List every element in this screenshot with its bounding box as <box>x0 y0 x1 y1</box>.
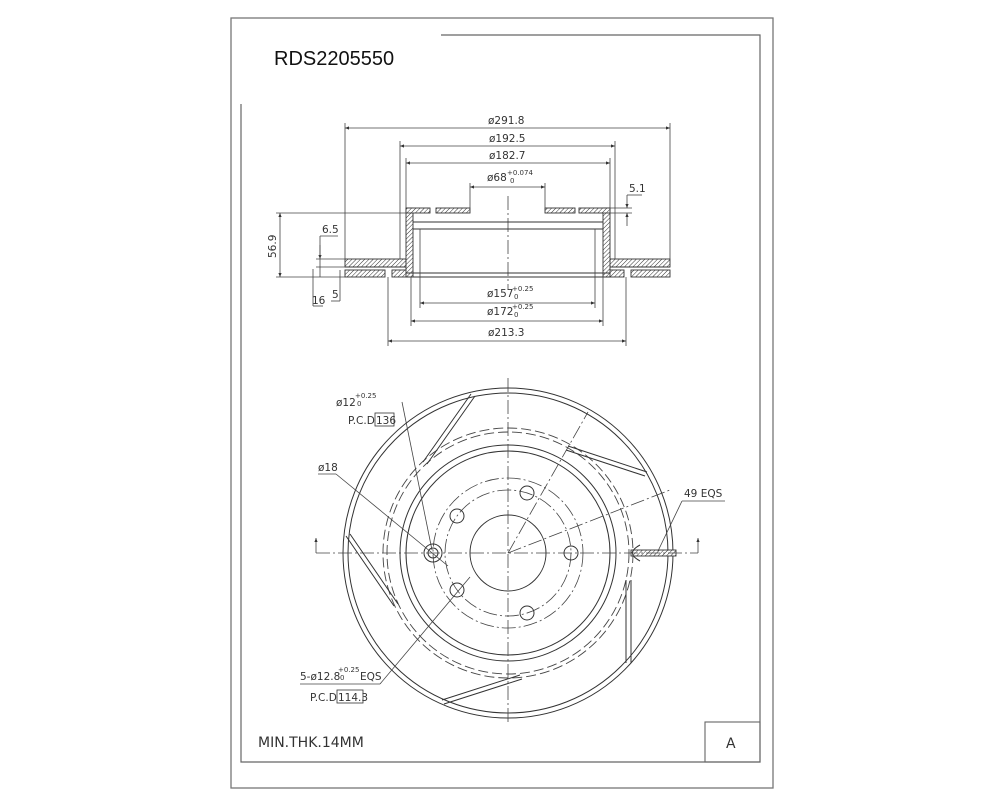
dim-hat-top-thickness: 5.1 <box>629 183 646 195</box>
hole-tol-upper: +0.25 <box>355 392 376 400</box>
dim-hat-inner-diameter: ø182.7 <box>489 150 525 162</box>
dim-157-tol-upper: +0.25 <box>512 285 533 293</box>
hole-18-label: ø18 <box>318 462 338 474</box>
dim-outer-diameter: ø291.8 <box>488 115 524 127</box>
dim-157: ø157 <box>487 288 513 300</box>
pcd-114-value: 114.3 <box>338 692 368 704</box>
dim-vent-offset: 5 <box>332 289 339 301</box>
dim-center-bore-tol-upper: +0.074 <box>507 169 533 177</box>
dim-plate-thickness: 6.5 <box>322 224 339 236</box>
part-number: RDS2205550 <box>274 48 394 70</box>
slots <box>345 393 677 705</box>
hole-tol-lower: 0 <box>357 400 361 408</box>
pcd-136-value: 136 <box>376 415 396 427</box>
dim-total-thickness: 16 <box>312 295 326 307</box>
revision-label: A <box>726 736 736 752</box>
hole-diameter-label: ø12 <box>336 397 356 409</box>
section-view <box>344 196 671 290</box>
dim-center-bore: ø68 <box>487 172 507 184</box>
bolt-tol-upper: +0.25 <box>338 666 359 674</box>
dim-157-tol-lower: 0 <box>514 293 518 301</box>
hole-18 <box>423 543 443 563</box>
revision-box <box>704 721 761 763</box>
dim-height: 56.9 <box>267 235 279 258</box>
section-dimensions: ø291.8 ø192.5 ø182.7 ø68 +0.074 0 5.1 56… <box>267 115 671 346</box>
bolt-holes-label: 5-ø12.8 <box>300 671 340 683</box>
bolt-tol-lower: 0 <box>340 674 344 682</box>
dim-172-tol-upper: +0.25 <box>512 303 533 311</box>
dim-center-bore-tol-lower: 0 <box>510 177 514 185</box>
dim-hat-outer-diameter: ø192.5 <box>489 133 525 145</box>
pcd-136-label: P.C.D <box>348 415 375 427</box>
min-thickness-note: MIN.THK.14MM <box>258 735 364 751</box>
dim-172-tol-lower: 0 <box>514 311 518 319</box>
dim-172: ø172 <box>487 306 513 318</box>
bolt-eqs: EQS <box>360 671 382 683</box>
drawing-frame <box>230 17 774 789</box>
front-annotations: ø12 +0.25 0 P.C.D 136 ø18 49 EQS 5-ø12.8… <box>300 392 725 704</box>
slots-label: 49 EQS <box>684 488 723 500</box>
front-view <box>314 378 700 722</box>
dim-213: ø213.3 <box>488 327 524 339</box>
pcd-114-label: P.C.D <box>310 692 337 704</box>
